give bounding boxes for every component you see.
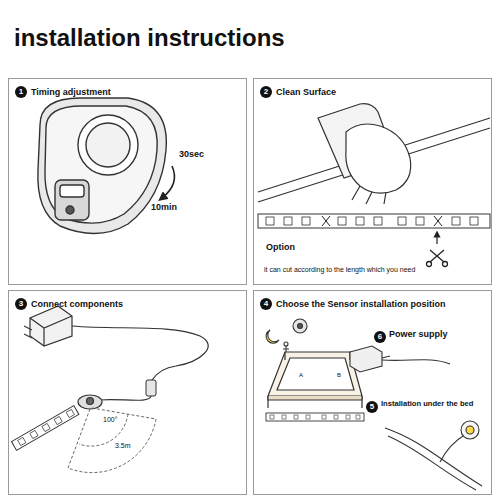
power-cable [72,326,208,380]
pir-sensor [78,395,102,409]
step-number: 5 [366,401,378,413]
detection-fan [68,408,156,473]
sensor-cable [100,396,151,400]
distance-label: 3.5m [114,442,132,450]
page-title: installation instructions [14,24,285,52]
sensor-unit [38,98,167,234]
callout-number: 6 [374,331,386,343]
angle-label: 100° [102,416,118,424]
step-panel: Timing adjustment 1 [8,78,247,285]
callout-number: 1 [15,86,27,98]
adjust-arrow [162,166,174,198]
step-panel: Connect components 3 [8,290,247,495]
step-label: Installation under the bed [380,400,474,408]
led-strip [12,406,79,451]
point-label: B [336,372,342,379]
scissors-symbol [427,250,448,267]
step-number: 1 [15,86,27,98]
step-number: 4 [260,298,272,310]
option-label: Option [265,243,296,253]
under-bed-strip [266,413,364,421]
step-panel: Clean Surface 2 [253,78,492,285]
time-label: 30sec [178,150,205,160]
power-adapter [24,306,72,346]
callout-number: 2 [260,86,272,98]
sensor-icon [293,319,307,333]
note-text: it can cut according to the length which… [263,266,416,274]
step-number: 2 [260,86,272,98]
moon-person-icon [266,330,289,352]
step-heading: Choose the Sensor installation position [276,298,446,310]
callout-number: 4 [260,298,272,310]
step-number: 3 [15,298,27,310]
time-label: 10min [150,203,178,213]
step-number: 6 [374,331,386,343]
step-heading: Clean Surface [276,86,336,98]
hand-cloth [318,104,411,204]
led-strip [258,214,490,228]
cable-set [385,421,482,490]
connector [146,380,156,396]
step-heading: Timing adjustment [31,86,111,98]
clean-rod [258,118,490,202]
step-heading: Connect components [31,298,123,310]
wall-adapter [350,346,450,372]
callout-number: 3 [15,298,27,310]
point-label: A [298,372,304,379]
callout-number: 5 [366,401,378,413]
step-panel: Choose the Sensor installation position 4… [253,290,492,495]
bed-frame [268,352,362,408]
cut-arrow [436,234,437,244]
step-label: Power supply [388,330,449,340]
